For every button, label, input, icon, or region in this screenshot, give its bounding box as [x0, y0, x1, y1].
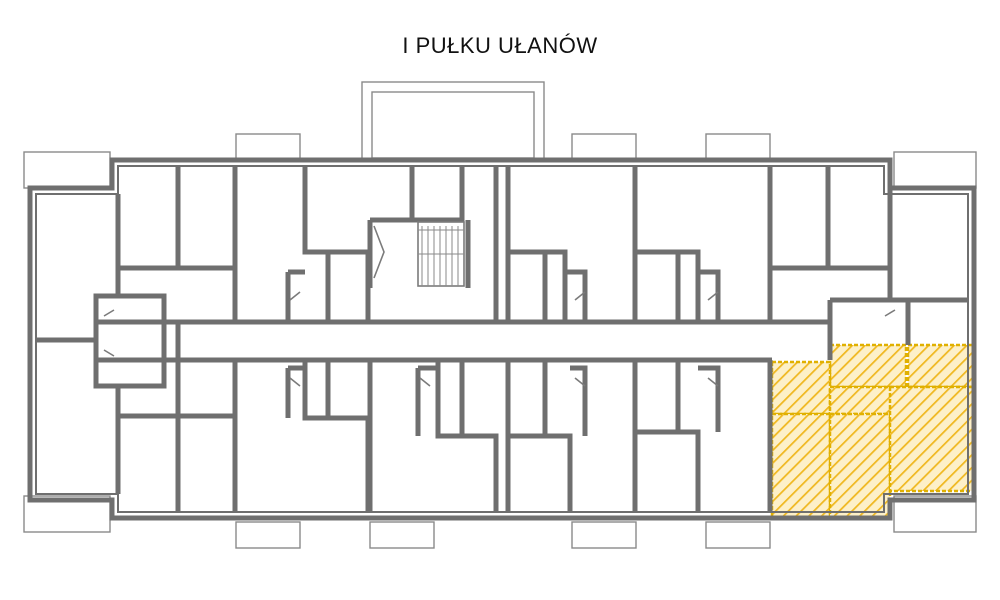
top-apartments: [118, 166, 968, 360]
door-markers: [103, 291, 896, 387]
balcony-top-2: [571, 133, 637, 161]
left-end-block: [36, 194, 178, 494]
balconies: [23, 81, 977, 549]
highlighted-apartment[interactable]: [770, 343, 976, 520]
balcony-bottom-2: [369, 521, 435, 549]
central-corridor: [175, 319, 830, 363]
apt-room-top-right: [906, 343, 976, 389]
bottom-apartments: [118, 360, 773, 512]
outer-walls: [27, 157, 977, 521]
balcony-bottom-3: [571, 521, 637, 549]
apt-room-bottom-left: [770, 412, 832, 520]
stairwell: [373, 221, 465, 287]
stair-arrow: [373, 225, 385, 279]
top-balcony-inner: [371, 91, 535, 159]
corner-balcony-tr: [893, 151, 977, 189]
balcony-top-3: [705, 133, 771, 161]
apt-hall: [770, 360, 832, 416]
apt-room-bottom-mid: [828, 412, 892, 520]
street-name-label: I PUŁKU UŁANÓW: [402, 33, 598, 58]
balcony-bottom-1: [235, 521, 301, 549]
balcony-bottom-4: [705, 521, 771, 549]
corner-balcony-tl: [23, 151, 111, 189]
apt-room-bottom-right: [888, 385, 976, 493]
balcony-top-1: [235, 133, 301, 161]
apt-room-top-left: [828, 343, 908, 389]
